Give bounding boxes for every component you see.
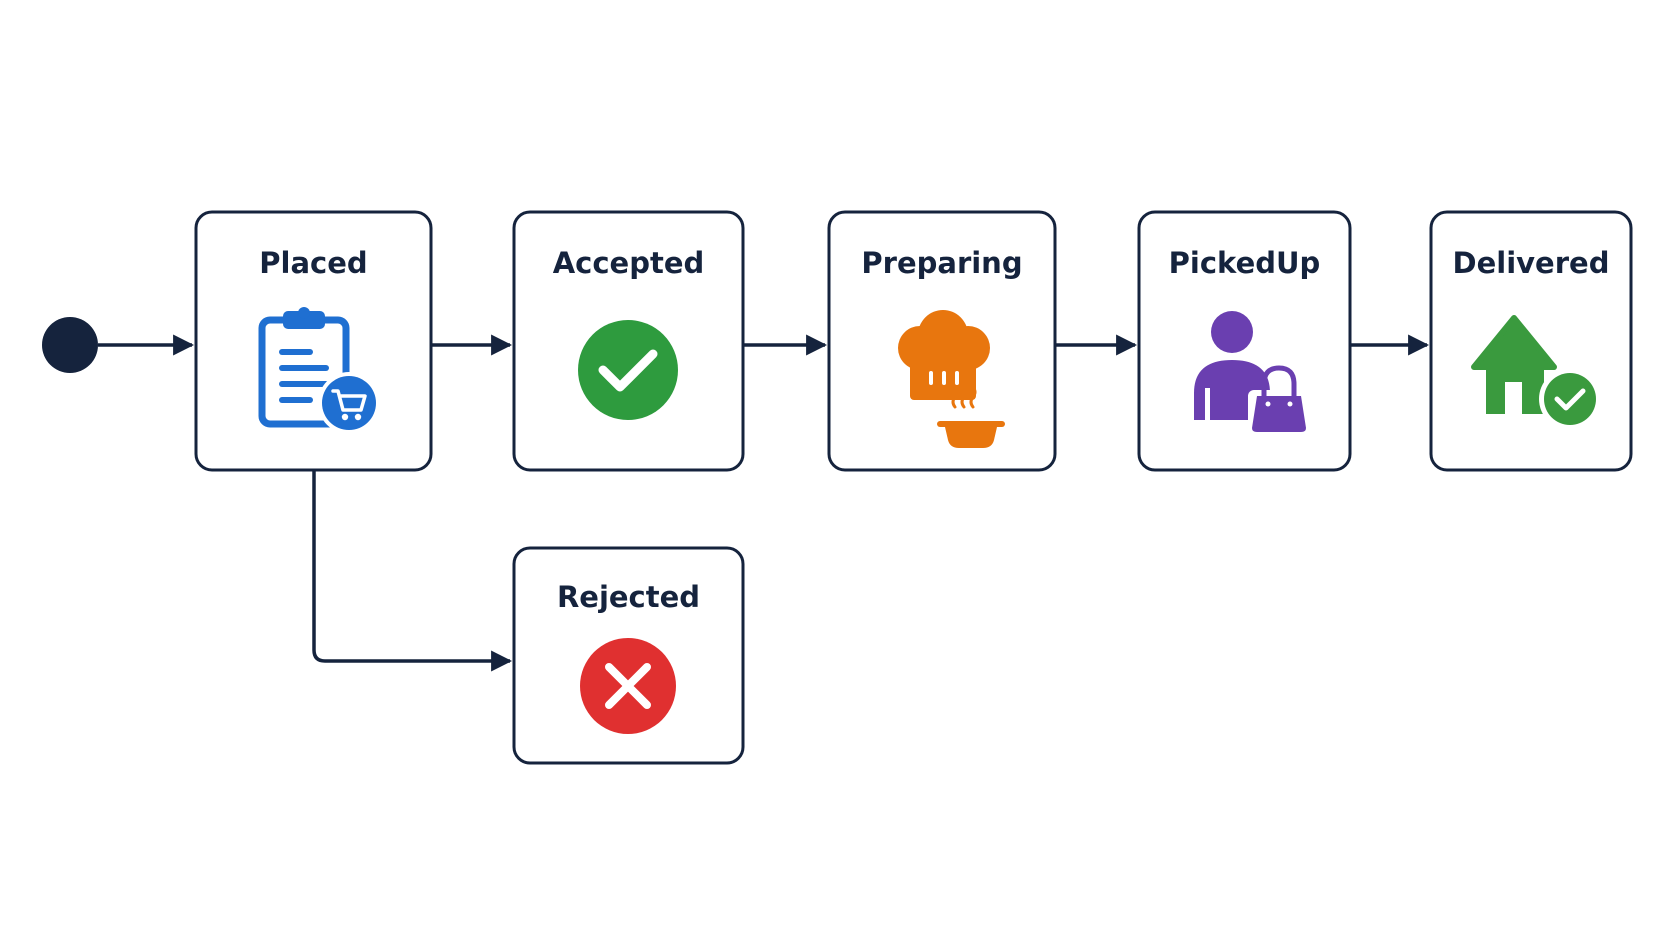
state-placed-label: Placed: [259, 246, 367, 280]
state-delivered-label: Delivered: [1453, 246, 1610, 280]
state-delivered[interactable]: Delivered: [1429, 210, 1633, 472]
house-check-icon: [1471, 315, 1601, 430]
state-rejected-label: Rejected: [557, 580, 700, 614]
courier-shopping-bag-icon: [1194, 311, 1310, 435]
initial-state: [42, 317, 98, 373]
state-pickedup-label: PickedUp: [1169, 246, 1321, 280]
chef-hat-cooking-icon: [898, 310, 1005, 448]
state-accepted[interactable]: Accepted: [512, 210, 745, 472]
transitions: [98, 334, 1430, 672]
state-preparing-label: Preparing: [861, 246, 1022, 280]
state-accepted-label: Accepted: [553, 246, 705, 280]
check-circle-icon: [578, 320, 678, 420]
state-preparing[interactable]: Preparing: [827, 210, 1057, 472]
state-rejected[interactable]: Rejected: [512, 546, 745, 765]
state-placed[interactable]: Placed: [194, 210, 433, 472]
clipboard-cart-icon: [258, 307, 380, 434]
x-circle-icon: [580, 638, 676, 734]
transition-placed-to-rejected: [312, 470, 513, 672]
state-pickedup[interactable]: PickedUp: [1137, 210, 1352, 472]
